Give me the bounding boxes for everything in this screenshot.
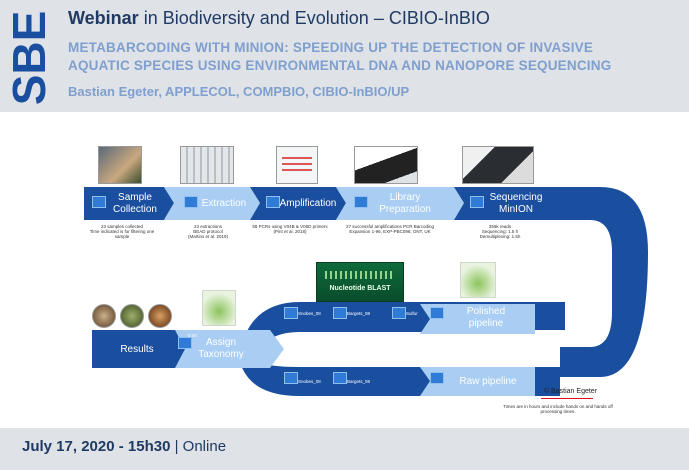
sample-node-icon bbox=[92, 196, 106, 208]
raw-node-icon bbox=[430, 372, 444, 384]
raw-node-label-2: Bargets_08 bbox=[347, 379, 371, 384]
polished-snobes-icon bbox=[284, 307, 298, 319]
polished-node-label-3: Sulfur bbox=[406, 311, 418, 316]
taxonomy-illustration bbox=[202, 290, 236, 326]
assign-time: 0.08 bbox=[188, 333, 197, 338]
raw-pipeline-label: Raw pipeline bbox=[459, 376, 517, 387]
note-amplification: 58 PCRs using V04B & V06D primers (Pint … bbox=[252, 224, 328, 234]
note-sequencing: 359k reads Sequencing: 1.5 h Demultiplex… bbox=[479, 224, 521, 239]
copyright-underline bbox=[541, 398, 593, 399]
note-sample: 23 samples collected Time indicated is f… bbox=[89, 224, 155, 239]
polished-pipeline-label: Polished pipeline bbox=[466, 306, 506, 329]
extraction-photo bbox=[180, 146, 234, 184]
stage-sequencing-minion: Sequencing MinION bbox=[489, 192, 543, 215]
webinar-title: Webinar in Biodiversity and Evolution – … bbox=[68, 8, 490, 28]
raw-pipeline-arrow bbox=[420, 367, 535, 396]
sbe-logo: SBE bbox=[8, 11, 55, 106]
sample-collection-photo bbox=[98, 146, 142, 184]
polished-node-label-2: Bargets_08 bbox=[347, 311, 371, 316]
polished-band-end bbox=[530, 302, 565, 330]
arrow-extraction bbox=[164, 187, 260, 220]
sequencing-node-icon bbox=[470, 196, 484, 208]
library-node-icon bbox=[354, 196, 368, 208]
header-banner bbox=[0, 0, 689, 112]
copyright: © Bastian Egeter bbox=[544, 388, 598, 395]
results-label: Results bbox=[120, 344, 154, 355]
stage-library-preparation: Library Preparation bbox=[379, 192, 431, 215]
authors: Bastian Egeter, APPLECOL, COMPBIO, CIBIO… bbox=[68, 84, 410, 99]
assign-taxonomy-arrow bbox=[170, 330, 284, 368]
library-kit-photo bbox=[354, 146, 418, 184]
result-photo-1 bbox=[92, 304, 116, 328]
assign-taxonomy-label: Assign Taxonomy bbox=[198, 337, 244, 360]
talk-title-line-2: AQUATIC SPECIES USING ENVIRONMENTAL DNA … bbox=[68, 58, 612, 73]
blast-logo: Nucleotide BLAST bbox=[316, 262, 404, 302]
stage-extraction: Extraction bbox=[201, 198, 247, 209]
minion-device-photo bbox=[462, 146, 534, 184]
arrow-sequencing bbox=[454, 187, 580, 220]
arrow-library bbox=[336, 187, 464, 220]
polished-node-label-1: Snobes_08 bbox=[298, 311, 321, 316]
talk-title-line-1: METABARCODING WITH MINION: SPEEDING UP T… bbox=[68, 40, 594, 55]
arrow-amplification bbox=[250, 187, 346, 220]
polished-bargets-icon bbox=[333, 307, 347, 319]
amplification-node-icon bbox=[266, 196, 280, 208]
note-library: 27 successful amplifications PCR Barcodi… bbox=[345, 224, 435, 234]
event-date: July 17, 2020 - 15h30 | Online bbox=[22, 438, 227, 455]
dna-helix-icon bbox=[325, 271, 395, 279]
polished-illustration bbox=[460, 262, 496, 298]
time-note: Times are in hours and include hands on … bbox=[503, 404, 613, 414]
extraction-node-icon bbox=[184, 196, 198, 208]
assign-node-icon bbox=[178, 337, 192, 349]
amplification-image bbox=[276, 146, 318, 184]
results-arrow bbox=[92, 330, 185, 368]
blast-logo-text: Nucleotide BLAST bbox=[329, 285, 391, 292]
sbe-logo-text: SBE bbox=[8, 11, 55, 106]
result-photo-3 bbox=[148, 304, 172, 328]
note-extraction: 23 extractions BEAD protocol (Martins et… bbox=[187, 224, 229, 239]
stage-amplification: Amplification bbox=[279, 198, 337, 209]
raw-bargets-icon bbox=[333, 372, 347, 384]
result-photo-2 bbox=[120, 304, 144, 328]
raw-snobes-icon bbox=[284, 372, 298, 384]
polished-pipeline-arrow bbox=[420, 304, 535, 334]
footer-banner bbox=[0, 428, 689, 470]
polished-node-icon bbox=[430, 307, 444, 319]
stage-sample-collection: Sample Collection bbox=[113, 192, 157, 215]
polished-sulfur-icon bbox=[392, 307, 406, 319]
raw-node-label-1: Snobes_08 bbox=[298, 379, 321, 384]
workflow-diagram bbox=[84, 187, 648, 396]
turn-band bbox=[560, 187, 648, 377]
arrow-sample bbox=[84, 187, 174, 220]
